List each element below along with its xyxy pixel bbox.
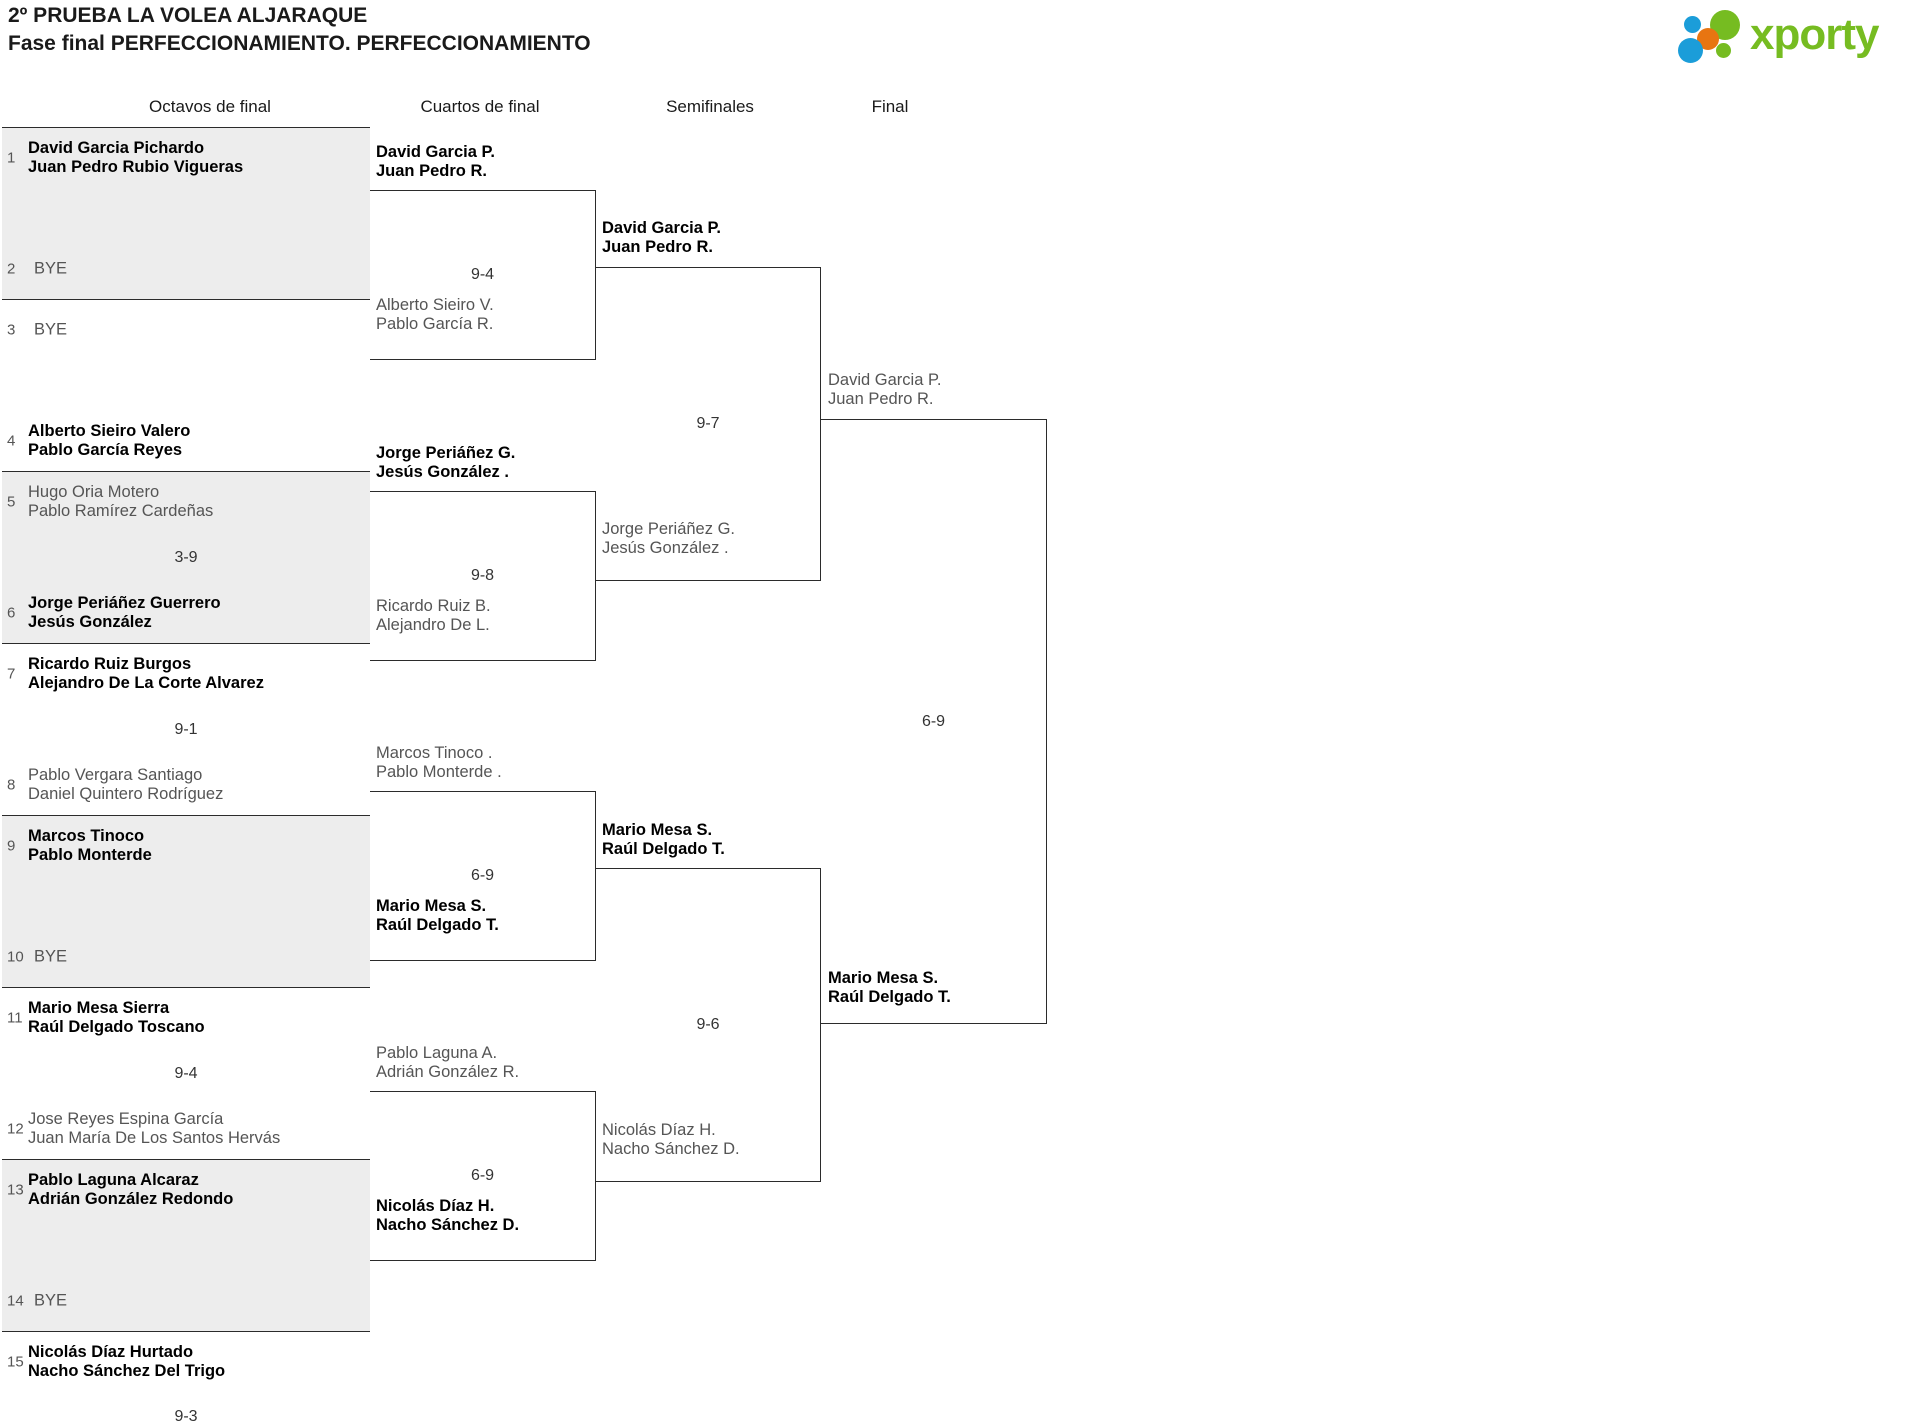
seed-number: 1 [7,149,16,167]
seed-number: 4 [7,432,16,450]
seed-number: 15 [7,1353,24,1371]
match-score: 6-9 [470,1167,495,1184]
page-title: 2º PRUEBA LA VOLEA ALJARAQUE Fase final … [8,2,591,58]
logo-dot-green-small [1716,43,1731,58]
round2-team-winner[interactable]: David Garcia P. Juan Pedro R. [376,143,495,180]
round1-column: 1 David Garcia Pichardo Juan Pedro Rubio… [2,127,370,1426]
logo-dot-orange [1697,28,1719,50]
round1-slot-bottom[interactable]: 12 Jose Reyes Espina García Juan María D… [2,1103,370,1155]
round4-connector: 6-9 [821,419,1047,1024]
match-score: 9-3 [174,1408,198,1425]
round1-slot-bottom[interactable]: 8 Pablo Vergara Santiago Daniel Quintero… [2,759,370,811]
match-score: 6-9 [470,867,495,884]
match-score: 3-9 [174,548,198,566]
match-score: 9-4 [470,266,495,283]
match-score: 9-4 [174,1064,198,1082]
seed-number: 7 [7,665,16,683]
match-score: 6-9 [921,712,946,730]
team-name: Alberto Sieiro Valero Pablo García Reyes [28,422,191,459]
round3-connector: 9-6 [596,868,821,1182]
round1-match[interactable]: 9 Marcos Tinoco Pablo Monterde 10 BYE [2,815,370,987]
round1-slot-bottom[interactable]: 2 BYE [2,243,370,295]
tournament-subtitle: Fase final PERFECCIONAMIENTO. PERFECCION… [8,32,591,55]
round-heading-octavos: Octavos de final [149,97,271,116]
match-score: 9-8 [470,567,495,584]
team-name: Ricardo Ruiz Burgos Alejandro De La Cort… [28,655,264,692]
round1-slot-bottom[interactable]: 6 Jorge Periáñez Guerrero Jesús González [2,587,370,639]
round1-match[interactable]: 15 Nicolás Díaz Hurtado Nacho Sánchez De… [2,1331,370,1426]
round3-team-loser[interactable]: Nicolás Díaz H. Nacho Sánchez D. [602,1121,740,1158]
seed-number: 9 [7,837,16,855]
round1-slot-bottom[interactable]: 10 BYE [2,931,370,983]
seed-number: 10 [7,948,24,966]
round2-connector: 6-9 [370,791,596,961]
tournament-title: 2º PRUEBA LA VOLEA ALJARAQUE [8,4,368,27]
round1-match[interactable]: 3 BYE 4 Alberto Sieiro Valero Pablo Garc… [2,299,370,471]
team-name: David Garcia Pichardo Juan Pedro Rubio V… [28,139,244,176]
round1-slot-top[interactable]: 13 Pablo Laguna Alcaraz Adrián González … [2,1164,370,1216]
team-name: Marcos Tinoco Pablo Monterde [28,827,152,864]
seed-number: 13 [7,1181,24,1199]
round3-team-loser[interactable]: Jorge Periáñez G. Jesús González . [602,520,735,557]
round2-connector: 6-9 [370,1091,596,1261]
round1-slot-top[interactable]: 5 Hugo Oria Motero Pablo Ramírez Cardeña… [2,476,370,528]
team-name: BYE [34,320,68,339]
round1-slot-bottom[interactable]: 4 Alberto Sieiro Valero Pablo García Rey… [2,415,370,467]
seed-number: 8 [7,776,16,794]
round2-team-winner[interactable]: Nicolás Díaz H. Nacho Sánchez D. [376,1197,520,1234]
seed-number: 11 [7,1009,23,1027]
round1-slot-top[interactable]: 7 Ricardo Ruiz Burgos Alejandro De La Co… [2,648,370,700]
xporty-logo: xporty [1672,8,1902,64]
round1-slot-top[interactable]: 1 David Garcia Pichardo Juan Pedro Rubio… [2,132,370,184]
seed-number: 6 [7,604,16,622]
round3-team-winner[interactable]: David Garcia P. Juan Pedro R. [602,219,721,256]
round4-team-champion[interactable]: Mario Mesa S. Raúl Delgado T. [828,969,951,1006]
round1-slot-top[interactable]: 15 Nicolás Díaz Hurtado Nacho Sánchez De… [2,1336,370,1388]
round2-team-winner[interactable]: Jorge Periáñez G. Jesús González . [376,444,516,481]
team-name: Hugo Oria Motero Pablo Ramírez Cardeñas [28,483,214,520]
seed-number: 3 [7,321,16,339]
round1-match[interactable]: 7 Ricardo Ruiz Burgos Alejandro De La Co… [2,643,370,815]
round1-slot-bottom[interactable]: 14 BYE [2,1275,370,1327]
round3-connector: 9-7 [596,267,821,581]
seed-number: 14 [7,1292,24,1310]
logo-dot-blue-large [1678,38,1703,63]
team-name: BYE [34,1291,68,1310]
match-score: 9-7 [696,415,720,432]
team-name: Jorge Periáñez Guerrero Jesús González [28,594,221,631]
round3-team-winner[interactable]: Mario Mesa S. Raúl Delgado T. [602,821,725,858]
round-heading-semifinales: Semifinales [666,97,754,116]
round2-connector: 9-4 [370,190,596,360]
round1-match[interactable]: 11 Mario Mesa Sierra Raúl Delgado Toscan… [2,987,370,1159]
round1-match[interactable]: 5 Hugo Oria Motero Pablo Ramírez Cardeña… [2,471,370,643]
round1-match[interactable]: 1 David Garcia Pichardo Juan Pedro Rubio… [2,127,370,299]
seed-number: 12 [7,1120,24,1138]
team-name: Pablo Vergara Santiago Daniel Quintero R… [28,766,224,803]
round2-team-loser[interactable]: Marcos Tinoco . Pablo Monterde . [376,744,502,781]
round1-slot-top[interactable]: 3 BYE [2,304,370,356]
round-heading-cuartos: Cuartos de final [420,97,540,116]
round2-team-loser[interactable]: Alberto Sieiro V. Pablo García R. [376,296,494,333]
round4-team-loser[interactable]: David Garcia P. Juan Pedro R. [828,371,942,408]
round2-team-loser[interactable]: Ricardo Ruiz B. Alejandro De L. [376,597,491,634]
team-name: BYE [34,947,68,966]
team-name: Jose Reyes Espina García Juan María De L… [28,1110,281,1147]
match-score: 9-1 [174,720,198,738]
round2-connector: 9-8 [370,491,596,661]
seed-number: 2 [7,260,16,278]
team-name: BYE [34,259,68,278]
round1-slot-top[interactable]: 11 Mario Mesa Sierra Raúl Delgado Toscan… [2,992,370,1044]
round1-slot-top[interactable]: 9 Marcos Tinoco Pablo Monterde [2,820,370,872]
round2-team-loser[interactable]: Pablo Laguna A. Adrián González R. [376,1044,520,1081]
round2-team-winner[interactable]: Mario Mesa S. Raúl Delgado T. [376,897,499,934]
team-name: Mario Mesa Sierra Raúl Delgado Toscano [28,999,205,1036]
team-name: Nicolás Díaz Hurtado Nacho Sánchez Del T… [28,1343,226,1380]
team-name: Pablo Laguna Alcaraz Adrián González Red… [28,1171,234,1208]
logo-dot-blue-small [1684,16,1701,33]
round1-match[interactable]: 13 Pablo Laguna Alcaraz Adrián González … [2,1159,370,1331]
logo-wordmark: xporty [1750,10,1879,59]
match-score: 9-6 [696,1016,720,1033]
seed-number: 5 [7,493,16,511]
round-heading-final: Final [871,97,909,116]
